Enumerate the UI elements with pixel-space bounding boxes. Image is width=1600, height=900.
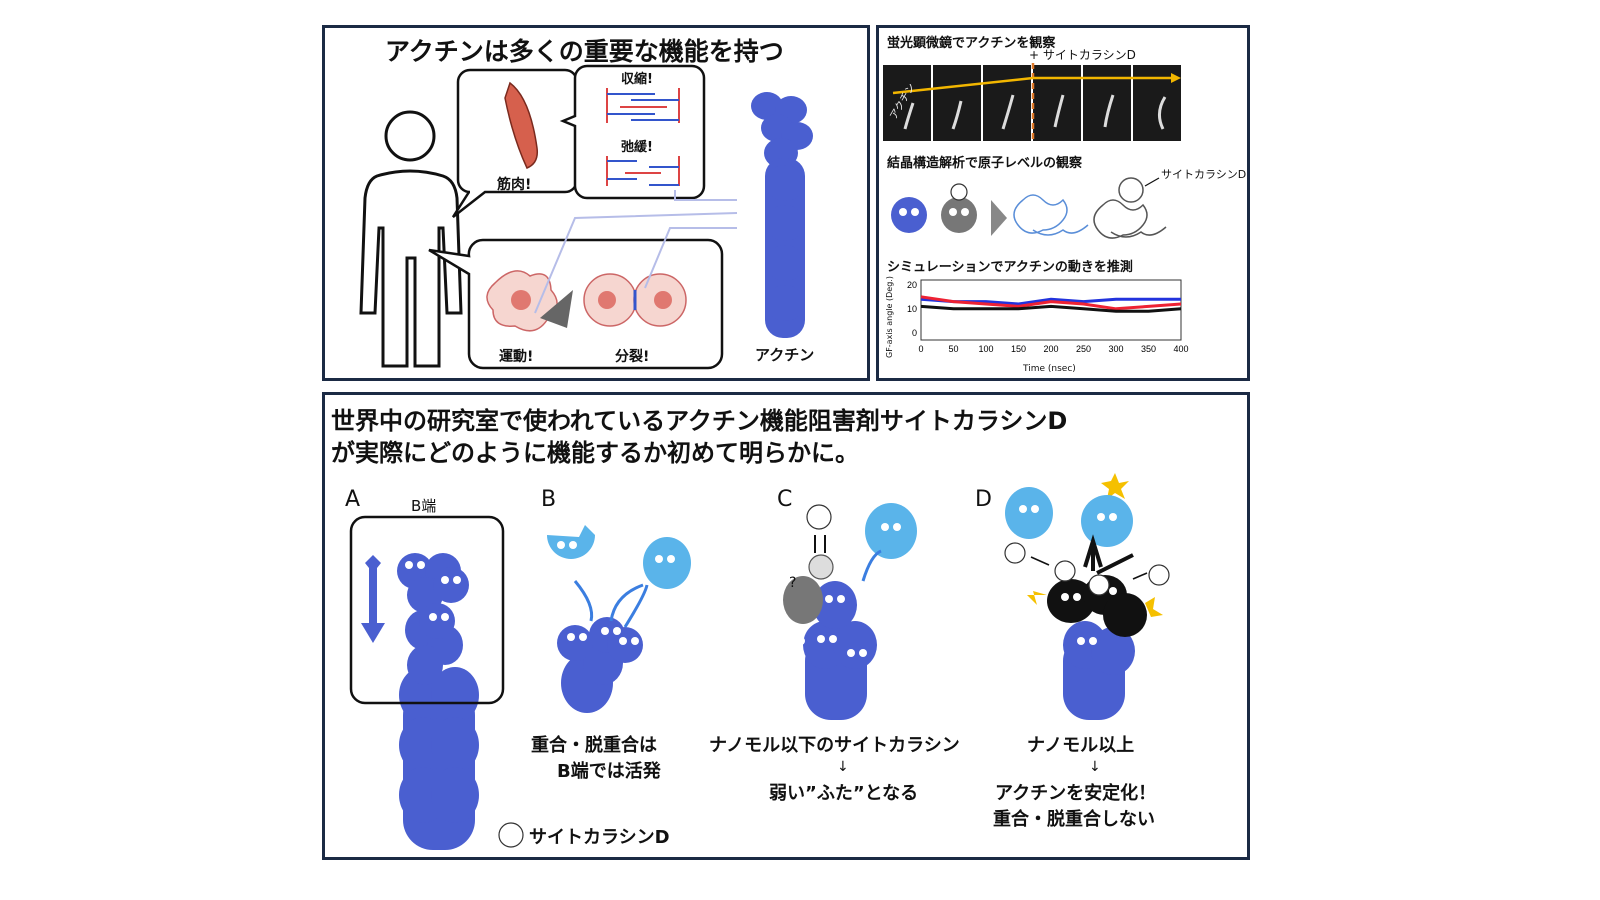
y-tick-label: 20 bbox=[907, 280, 917, 290]
panel-cytochalasin-mechanism: 世界中の研究室で使われているアクチン機能阻害剤サイトカラシンD が実際にどのよう… bbox=[322, 392, 1250, 860]
headline-line-1: 世界中の研究室で使われているアクチン機能阻害剤サイトカラシンD bbox=[331, 407, 1068, 435]
legend-cytoD-icon bbox=[498, 822, 524, 848]
division-label: 分裂! bbox=[615, 349, 650, 365]
crystal-title: 結晶構造解析で原子レベルの観察 bbox=[887, 156, 1083, 171]
c-question-mark: ? bbox=[789, 575, 797, 591]
y-tick-label: 0 bbox=[912, 328, 917, 338]
functions-illustration bbox=[359, 64, 813, 370]
motion-arrow bbox=[540, 290, 573, 328]
x-tick-label: 350 bbox=[1141, 344, 1156, 354]
blue-structure bbox=[1013, 194, 1089, 236]
c-arrow: ↓ bbox=[837, 759, 849, 775]
sarcomere-bubble bbox=[559, 64, 706, 200]
actin-filament-top bbox=[751, 92, 813, 338]
panel-a-filament bbox=[397, 553, 479, 850]
d-caption-2: アクチンを安定化！ bbox=[995, 783, 1157, 804]
b-caption-1: 重合・脱重合は bbox=[531, 735, 657, 756]
d-free-monomer-1 bbox=[1005, 487, 1053, 539]
b-caption-2: B端では活発 bbox=[557, 761, 661, 782]
relaxation-label: 弛緩! bbox=[621, 140, 653, 155]
d-free-monomer-2 bbox=[1081, 495, 1133, 547]
muscle-label: 筋肉! bbox=[497, 177, 532, 193]
c-gray-monomer bbox=[783, 576, 823, 624]
panel-d-filament bbox=[1063, 621, 1135, 720]
headline-line-2: が実際にどのように機能するか初めて明らかに。 bbox=[331, 439, 859, 467]
x-tick-label: 0 bbox=[918, 344, 923, 354]
contraction-label: 収縮! bbox=[621, 72, 653, 87]
d-caption-3: 重合・脱重合しない bbox=[993, 809, 1155, 830]
gray-structure bbox=[1093, 177, 1167, 239]
play-triangle-icon bbox=[991, 200, 1007, 236]
series-line-1 bbox=[920, 295, 1182, 311]
panel-title: アクチンは多くの重要な機能を持つ bbox=[385, 37, 784, 66]
label-d: D bbox=[975, 487, 992, 512]
legend-label: サイトカラシンD bbox=[529, 827, 670, 848]
x-tick-label: 250 bbox=[1076, 344, 1091, 354]
c-caption-1: ナノモル以下のサイトカラシン bbox=[709, 735, 960, 756]
label-b: B bbox=[541, 487, 557, 512]
x-tick-label: 50 bbox=[948, 344, 958, 354]
down-arrow-icon bbox=[361, 555, 385, 643]
muscle-icon bbox=[504, 81, 539, 169]
y-tick-label: 10 bbox=[907, 304, 917, 314]
x-tick-label: 150 bbox=[1011, 344, 1026, 354]
motility-label: 運動! bbox=[499, 349, 534, 365]
cell-bubble bbox=[428, 238, 724, 370]
mechanism-illustration bbox=[349, 473, 1170, 850]
panel-observation-methods: 蛍光顕微鏡でアクチンを観察 + サイトカラシンD アクチン 結晶構造解析で原子レ… bbox=[876, 25, 1250, 381]
c-caption-2: 弱い”ふた”となる bbox=[769, 783, 919, 804]
x-tick-label: 100 bbox=[978, 344, 993, 354]
actin-monomer-icon bbox=[891, 197, 927, 233]
contraction-diagram bbox=[606, 88, 680, 186]
label-a: A bbox=[345, 487, 361, 512]
x-axis-label: Time (nsec) bbox=[1023, 364, 1076, 374]
d-arrow: ↓ bbox=[1089, 759, 1101, 775]
crystal-illustration bbox=[891, 177, 1167, 239]
simulation-chart: 0 50 100 150 200 250 300 350 400 0 10 20 bbox=[907, 279, 1189, 354]
crystal-cytoD-label: サイトカラシンD bbox=[1161, 168, 1247, 181]
label-c: C bbox=[777, 487, 793, 512]
x-tick-label: 400 bbox=[1173, 344, 1188, 354]
d-spark-icons bbox=[1027, 473, 1163, 617]
b-end-label: B端 bbox=[411, 497, 437, 515]
panel-actin-functions: アクチンは多くの重要な機能を持つ bbox=[322, 25, 870, 381]
simulation-title: シミュレーションでアクチンの動きを推測 bbox=[887, 260, 1133, 275]
panel-b-filament bbox=[557, 617, 643, 713]
c-cytoD-free bbox=[806, 504, 832, 530]
actin-label: アクチン bbox=[755, 346, 815, 364]
x-tick-label: 300 bbox=[1108, 344, 1123, 354]
series-line-2 bbox=[920, 304, 1182, 313]
c-cytoD-bound bbox=[808, 554, 834, 580]
c-free-monomer bbox=[865, 503, 917, 559]
fluorescence-title: 蛍光顕微鏡でアクチンを観察 bbox=[887, 36, 1056, 51]
d-caption-1: ナノモル以上 bbox=[1027, 735, 1135, 756]
y-axis-label: GF-axis angle (Deg.) bbox=[885, 276, 894, 358]
cytochalasin-added-label: + サイトカラシンD bbox=[1029, 48, 1136, 62]
d-cytoD-molecules bbox=[1004, 542, 1170, 596]
x-tick-label: 200 bbox=[1043, 344, 1058, 354]
muscle-bubble bbox=[451, 68, 579, 218]
d-block-arrow bbox=[1083, 534, 1134, 575]
actin-cytoD-monomer-icon bbox=[941, 197, 977, 233]
fluorescence-frames bbox=[883, 63, 1181, 143]
b-end-box bbox=[349, 515, 505, 705]
human-figure bbox=[359, 110, 463, 368]
